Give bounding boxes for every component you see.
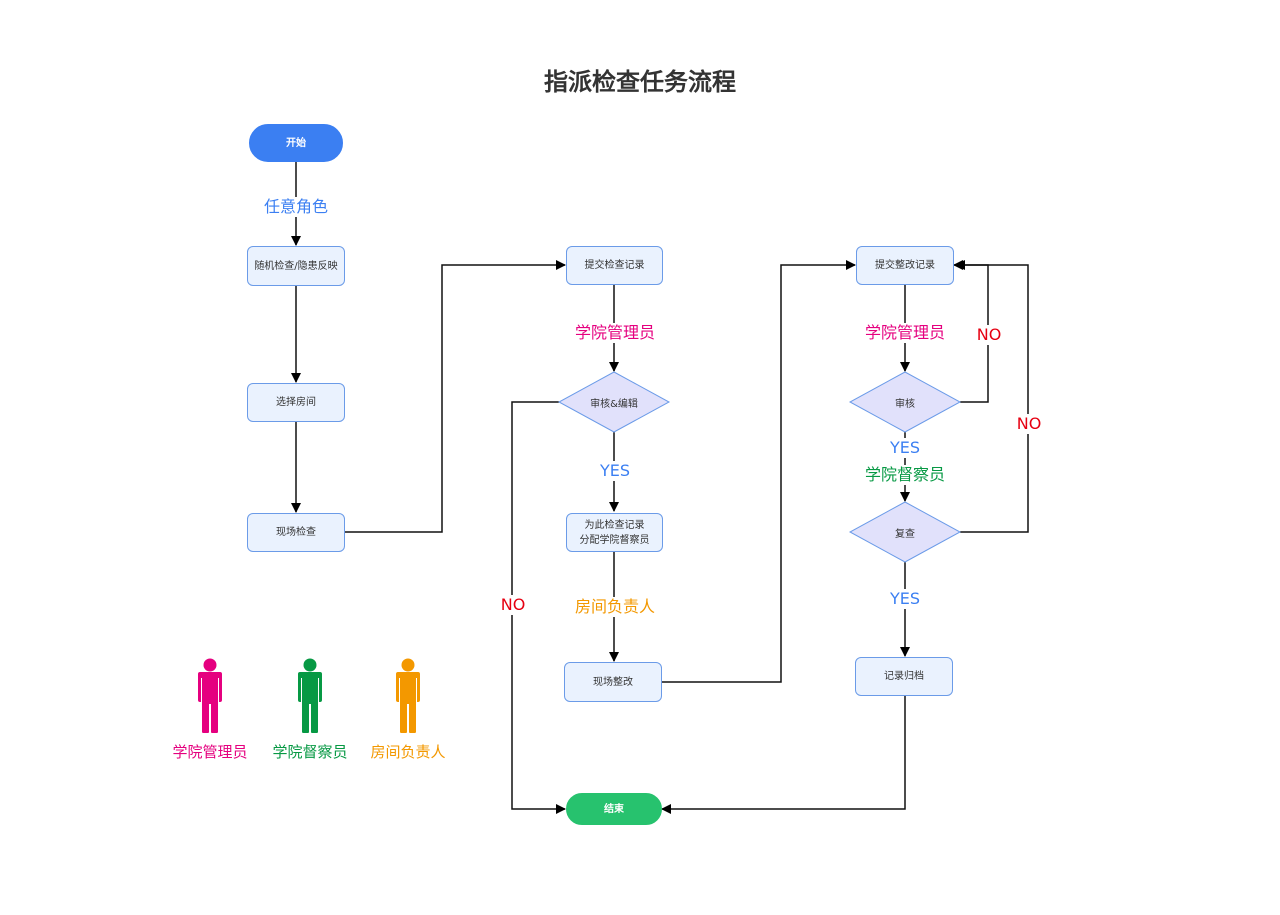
edge-label-yes-3: YES [887,589,923,609]
decision-review-edit-label: 审核&编辑 [590,399,638,410]
decision-review-edit [557,371,671,433]
edge-label-any-role: 任意角色 [261,197,331,217]
end-node: 结束 [566,793,662,825]
decision-review [848,371,962,433]
edge-label-yes-1: YES [597,461,633,481]
process-submit-rectify-record: 提交整改记录 [856,246,954,285]
legend-inspector-person-icon [294,658,326,738]
process-submit-check-record: 提交检查记录 [566,246,663,285]
process-onsite-check: 现场检查 [247,513,345,552]
process-select-room: 选择房间 [247,383,345,422]
diagram-title: 指派检查任务流程 [544,68,736,96]
edge-label-admin-1: 学院管理员 [572,323,658,343]
legend-admin-person-icon [194,658,226,738]
process-onsite-rectify: 现场整改 [564,662,662,702]
edge-onsite-to-submit [345,260,566,533]
legend-label-inspector: 学院督察员 [272,743,348,761]
edge-label-no-3: NO [1014,414,1044,434]
edge-label-inspector: 学院督察员 [862,465,948,485]
process-archive: 记录归档 [855,657,953,696]
legend-room_owner-person-icon [392,658,424,738]
edge-rectify-to-submit [661,260,856,683]
edge-label-admin-2: 学院管理员 [862,323,948,343]
edge-archive-to-end [661,696,906,814]
edge-label-no-1: NO [498,595,528,615]
assign-line-1: 为此检查记录 [584,519,645,531]
decision-recheck [848,501,962,563]
assign-line-2: 分配学院督察员 [579,534,650,546]
edge-label-no-2: NO [974,325,1004,345]
edge-recheck-no [955,260,1029,533]
process-random-check: 随机检查/隐患反映 [247,246,345,286]
legend-label-room_owner: 房间负责人 [370,743,446,761]
legend-label-admin: 学院管理员 [172,743,248,761]
decision-recheck-label: 复查 [895,529,915,540]
edge-label-yes-2: YES [887,438,923,458]
edge-label-room-owner: 房间负责人 [572,597,658,617]
start-node: 开始 [249,124,343,162]
decision-review-label: 审核 [895,399,915,410]
process-assign-inspector: 为此检查记录 分配学院督察员 [566,513,663,552]
